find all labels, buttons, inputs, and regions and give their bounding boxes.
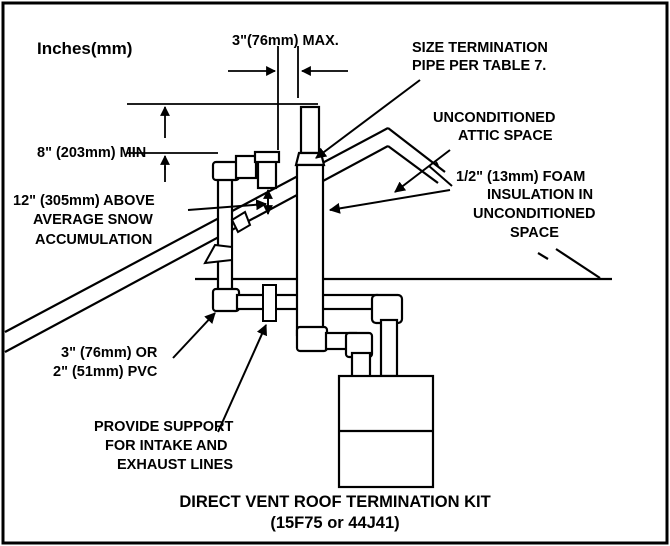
support-label: PROVIDE SUPPORT FOR INTAKE AND EXHAUST L… (94, 419, 234, 473)
size-termination-line2: PIPE PER TABLE 7. (412, 58, 546, 74)
diagram-title: DIRECT VENT ROOF TERMINATION KIT (15F75 … (179, 493, 490, 532)
leader-arrows (172, 79, 453, 433)
size-termination-line1: SIZE TERMINATION (412, 40, 548, 56)
intake-pipe (211, 150, 379, 313)
pipe-support-strap (262, 284, 277, 322)
support-line2: FOR INTAKE AND (105, 438, 227, 454)
foam-insulation-line4: SPACE (510, 225, 559, 241)
support-line1: PROVIDE SUPPORT (94, 419, 234, 435)
foam-insulation-line3: UNCONDITIONED (473, 206, 595, 222)
pvc-size-line2: 2" (51mm) PVC (53, 364, 158, 380)
attic-leader (394, 149, 451, 193)
furnace-unit (337, 374, 435, 489)
snow-leader (187, 199, 268, 211)
snow-clearance-line2: AVERAGE SNOW (33, 212, 153, 228)
size-termination-label: SIZE TERMINATION PIPE PER TABLE 7. (412, 40, 548, 74)
intake-down-pipe (370, 293, 404, 378)
roof-flashing (203, 210, 252, 265)
foam-insulation-line2: INSULATION IN (487, 187, 593, 203)
max-width-label: 3"(76mm) MAX. (232, 33, 339, 49)
attic-space-line1: UNCONDITIONED (433, 110, 555, 126)
support-line3: EXHAUST LINES (117, 457, 233, 473)
foam-insulation-line1: 1/2" (13mm) FOAM (456, 169, 585, 185)
snow-clearance-line1: 12" (305mm) ABOVE (13, 193, 155, 209)
snow-clearance-label: 12" (305mm) ABOVE AVERAGE SNOW ACCUMULAT… (13, 193, 155, 248)
pvc-size-line1: 3" (76mm) OR (61, 345, 158, 361)
foam-insulation-label: 1/2" (13mm) FOAM INSULATION IN UNCONDITI… (456, 169, 595, 241)
attic-space-label: UNCONDITIONED ATTIC SPACE (433, 110, 555, 144)
dimension-lines (127, 46, 348, 215)
foam-leader (328, 189, 451, 214)
exhaust-pipe (294, 105, 374, 379)
pvc-size-label: 3" (76mm) OR 2" (51mm) PVC (53, 345, 158, 380)
diagram-title-line2: (15F75 or 44J41) (270, 514, 399, 532)
min-height-label: 8" (203mm) MIN (37, 145, 146, 161)
attic-space-line2: ATTIC SPACE (458, 128, 553, 144)
snow-clearance-line3: ACCUMULATION (35, 232, 152, 248)
support-leader (217, 323, 267, 433)
size-termination-leader (315, 79, 421, 159)
pvc-leader (172, 312, 216, 359)
diagram-title-line1: DIRECT VENT ROOF TERMINATION KIT (179, 493, 490, 511)
units-label: Inches(mm) (37, 39, 132, 58)
